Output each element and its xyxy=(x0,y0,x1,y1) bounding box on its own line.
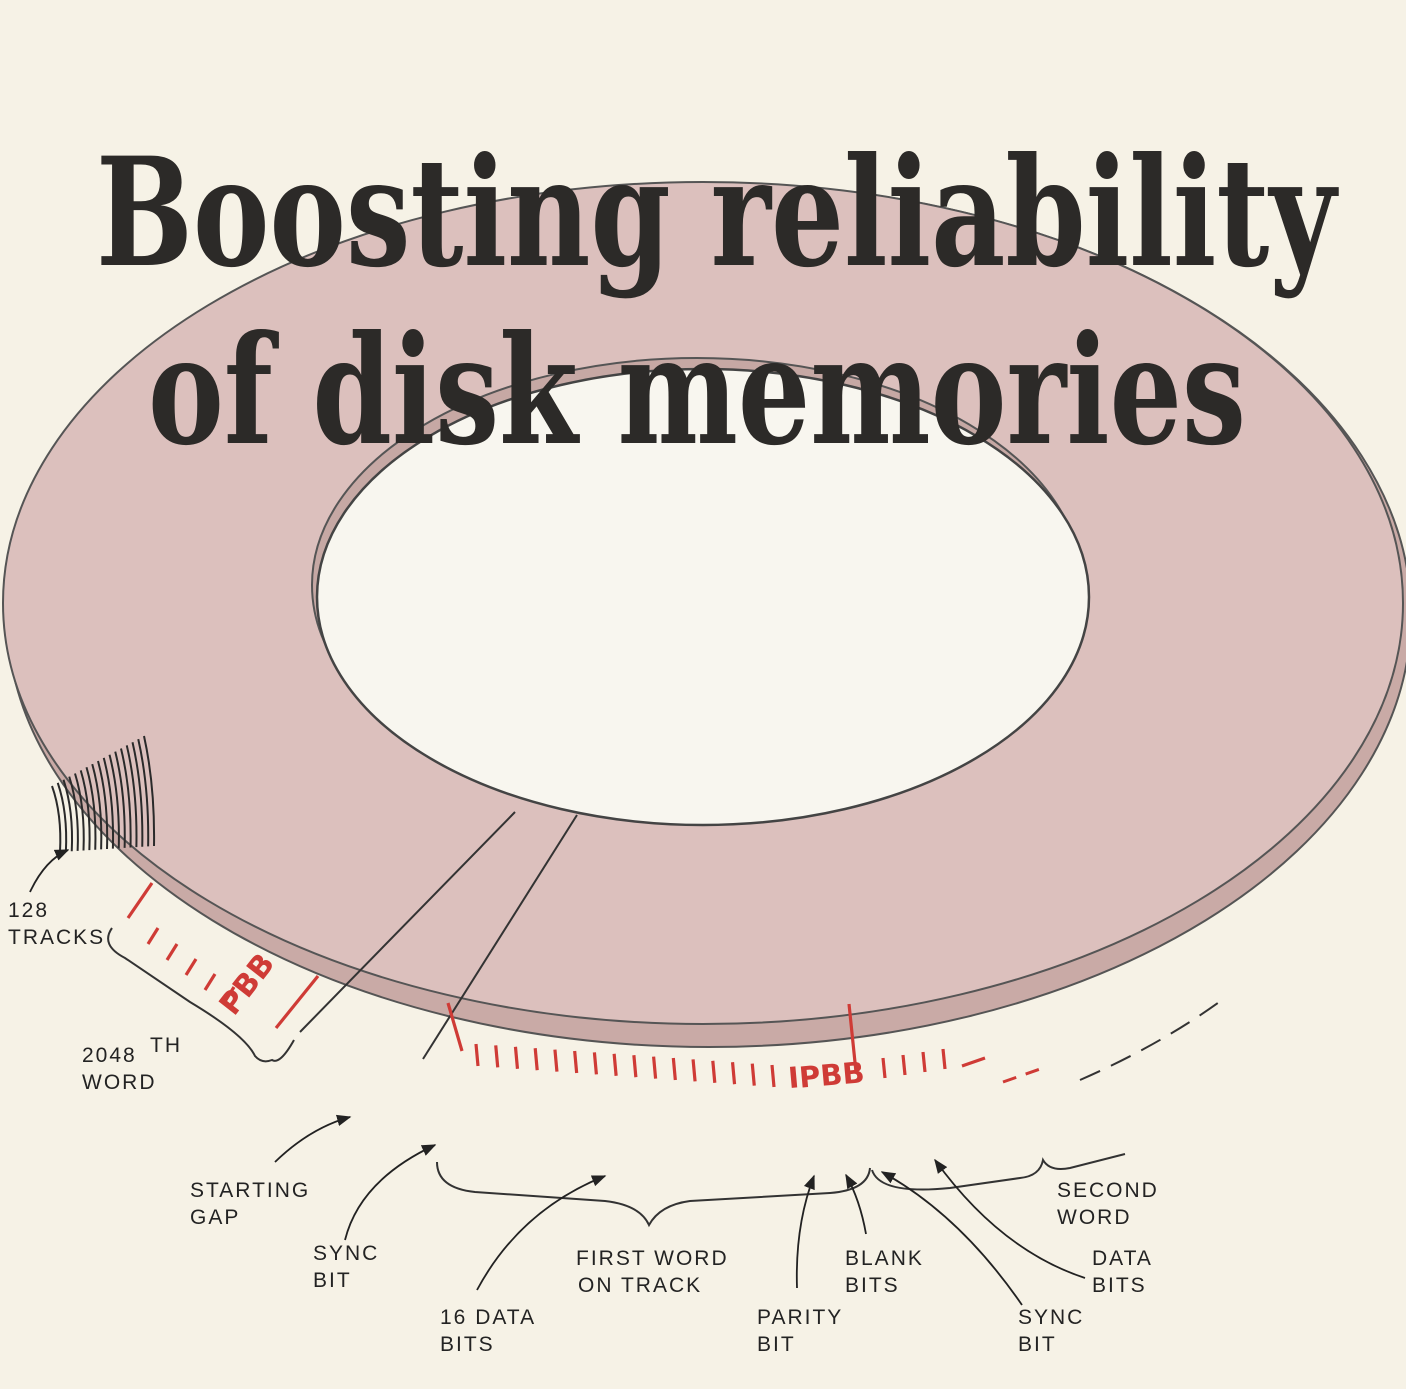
second-word-bit-tick xyxy=(901,1054,907,1076)
track-line xyxy=(51,785,62,853)
label-2048th-line2: WORD xyxy=(82,1071,157,1094)
second-word-dash xyxy=(1002,1066,1044,1084)
label-starting-gap-line1: STARTING xyxy=(190,1179,310,1202)
pbb-first-word: PBB xyxy=(798,1055,866,1095)
leader-sync-bit-2 xyxy=(880,1171,1023,1306)
data-bit-tick xyxy=(652,1056,658,1079)
track-line xyxy=(91,763,103,850)
leader-tracks xyxy=(29,849,70,893)
track-line xyxy=(108,754,120,849)
track-line xyxy=(102,757,115,849)
sync-tick xyxy=(446,1002,464,1052)
track-line xyxy=(137,738,150,847)
label-blank-bits-line1: BLANK xyxy=(845,1247,924,1270)
data-bit-tick xyxy=(573,1050,579,1074)
data-bit-tick xyxy=(730,1062,737,1085)
data-bit-tick xyxy=(553,1049,559,1072)
data-bit-tick xyxy=(513,1046,520,1069)
track-line xyxy=(56,782,68,852)
title-line-2: of disk memories xyxy=(148,303,1246,479)
second-word-bit-tick xyxy=(881,1057,887,1079)
bit-tick xyxy=(203,973,217,991)
label-tracks-line1: 128 xyxy=(8,899,49,922)
track-line xyxy=(125,745,138,848)
bit-tick xyxy=(165,943,179,961)
bit-tick xyxy=(146,927,160,945)
label-first-word-line2: ON TRACK xyxy=(578,1274,702,1297)
label-sync-bit-2-line1: SYNC xyxy=(1018,1306,1084,1329)
label-sync-bit-1-line2: BIT xyxy=(313,1269,352,1292)
second-word-bit-tick xyxy=(941,1048,947,1070)
track-line xyxy=(85,766,97,850)
label-16-data-bits-line2: BITS xyxy=(440,1333,495,1356)
disk-hole xyxy=(315,367,1091,827)
track-line xyxy=(97,760,109,850)
data-bit-tick xyxy=(770,1064,776,1088)
first-word-bit-ticks xyxy=(446,1002,986,1088)
label-data-bits-line2: BITS xyxy=(1092,1274,1147,1297)
track-line xyxy=(74,773,85,851)
pbb-last-word: PBB xyxy=(213,947,282,1022)
bit-tick xyxy=(126,882,154,919)
leader-parity-bit xyxy=(795,1174,815,1289)
last-word-bit-ticks xyxy=(126,882,320,1030)
track-line xyxy=(131,742,144,847)
data-bit-tick xyxy=(711,1060,717,1083)
label-second-word-line2: WORD xyxy=(1057,1206,1132,1229)
label-first-word-line1: FIRST WORD xyxy=(576,1247,729,1270)
label-16-data-bits-line1: 16 DATA xyxy=(440,1306,536,1329)
second-word-continuation xyxy=(1079,999,1223,1081)
title-line-1: Boosting reliability xyxy=(96,125,1339,301)
label-sync-bit-2-line2: BIT xyxy=(1018,1333,1057,1356)
track-line xyxy=(79,770,91,851)
label-data-bits-line1: DATA xyxy=(1092,1247,1153,1270)
i-marker: I xyxy=(787,1060,801,1095)
track-lines xyxy=(51,735,156,853)
data-bit-tick xyxy=(750,1063,756,1086)
track-line xyxy=(120,748,132,848)
brace-second-word xyxy=(871,1153,1126,1191)
second-word-dash-tick xyxy=(961,1056,986,1068)
label-tracks-line2: TRACKS xyxy=(8,926,105,949)
leader-16-data-bits xyxy=(476,1175,607,1291)
data-bit-tick xyxy=(494,1045,500,1068)
labels: 128 TRACKS 2048 TH WORD STARTING GAP SYN… xyxy=(8,899,1159,1356)
leader-sync-bit-1 xyxy=(344,1144,437,1241)
leader-starting-gap xyxy=(274,1114,352,1163)
data-bit-tick xyxy=(612,1053,618,1076)
leader-blank-bits xyxy=(845,1173,867,1235)
label-second-word-line1: SECOND xyxy=(1057,1179,1159,1202)
data-bit-tick xyxy=(632,1055,638,1078)
label-2048th-superscript: TH xyxy=(150,1034,182,1057)
bit-tick xyxy=(222,986,236,1004)
data-bit-tick xyxy=(474,1043,480,1067)
track-line xyxy=(143,735,156,847)
brace-first-word xyxy=(436,1161,871,1228)
data-bit-tick xyxy=(592,1052,598,1075)
data-bit-tick xyxy=(533,1048,539,1071)
track-line xyxy=(62,779,74,852)
label-starting-gap-line2: GAP xyxy=(190,1206,240,1229)
data-bit-tick xyxy=(691,1059,697,1082)
sync-tick xyxy=(274,974,320,1030)
label-parity-bit-line1: PARITY xyxy=(757,1306,843,1329)
label-sync-bit-1-line1: SYNC xyxy=(313,1242,379,1265)
data-bit-tick xyxy=(671,1057,677,1081)
label-parity-bit-line2: BIT xyxy=(757,1333,796,1356)
label-blank-bits-line2: BITS xyxy=(845,1274,900,1297)
leader-lines xyxy=(29,849,1086,1306)
second-word-bit-tick xyxy=(921,1051,927,1073)
starting-gap-line-left xyxy=(299,811,516,1033)
track-line xyxy=(68,776,79,851)
brace-2048th-word xyxy=(107,927,295,1063)
label-2048th-line1: 2048 xyxy=(82,1044,137,1067)
track-line xyxy=(114,751,126,848)
leader-data-bits xyxy=(934,1158,1086,1279)
sync-tick xyxy=(847,1003,858,1073)
starting-gap-line-right xyxy=(422,814,578,1060)
bit-tick xyxy=(184,958,198,976)
